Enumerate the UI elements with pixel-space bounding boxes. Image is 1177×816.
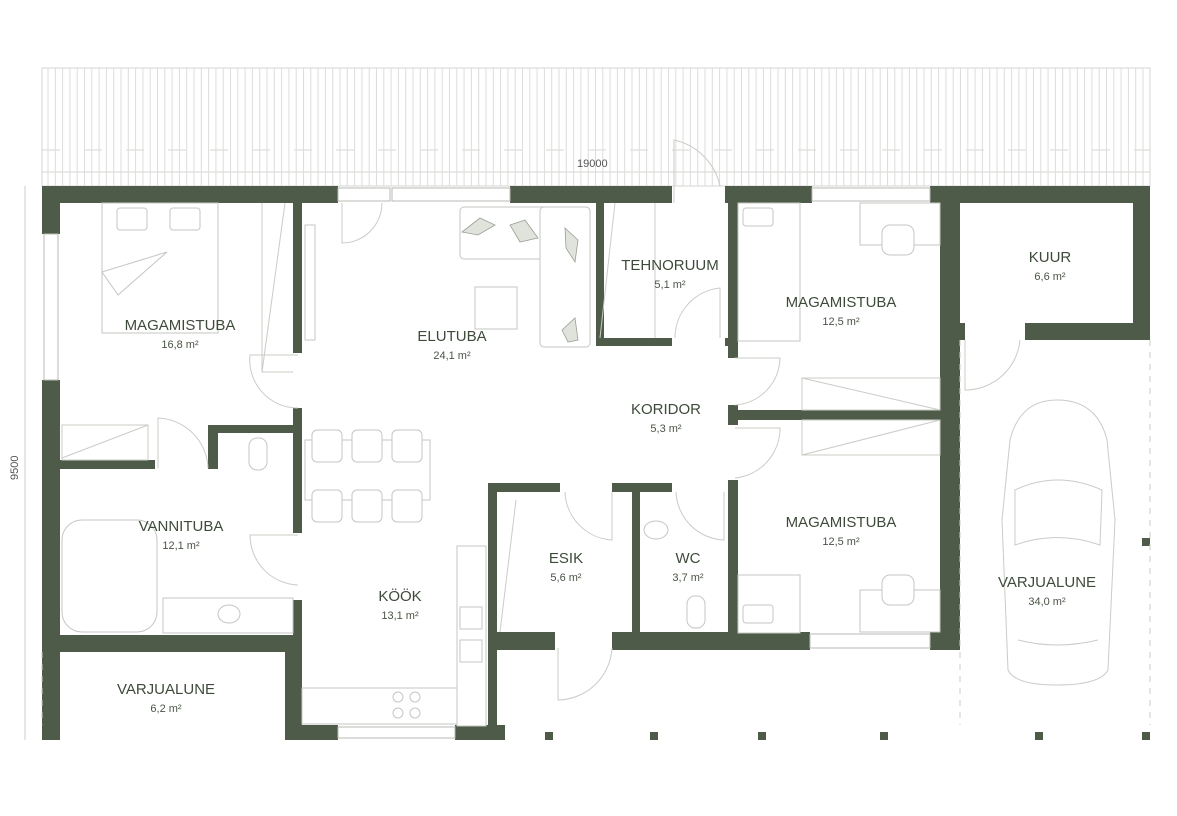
dining-chair [391, 489, 423, 523]
wc-toilet [686, 595, 706, 629]
desk-chair-2 [881, 574, 915, 606]
wc-sink [643, 520, 669, 540]
room-area: 5,3 m² [650, 423, 682, 435]
doors [157, 139, 1021, 701]
room-name: VANNITUBA [139, 518, 224, 535]
dining-chair [351, 489, 383, 523]
coffee-table [474, 286, 518, 330]
walls [42, 186, 1150, 740]
room-area: 12,5 m² [822, 316, 860, 328]
furniture [41, 202, 1151, 727]
room-area: 6,2 m² [150, 703, 182, 715]
room-name: MAGAMISTUBA [786, 294, 897, 311]
dining-chair [351, 429, 383, 463]
room-name: VARJUALUNE [998, 574, 1096, 591]
dining-chair [311, 489, 343, 523]
kitchen-sink [459, 606, 483, 630]
room-name: VARJUALUNE [117, 681, 215, 698]
bathtub [61, 519, 158, 633]
room-area: 5,6 m² [550, 572, 582, 584]
room-name: ELUTUBA [417, 328, 486, 345]
room-name: MAGAMISTUBA [125, 317, 236, 334]
windows [43, 187, 931, 739]
dining-chair [391, 429, 423, 463]
room-name: MAGAMISTUBA [786, 514, 897, 531]
room-area: 3,7 m² [672, 572, 704, 584]
single-bed-2 [737, 574, 801, 634]
room-name: WC [676, 550, 701, 567]
room-labels: MAGAMISTUBA 16,8 m² ELUTUBA 24,1 m² TEHN… [117, 249, 1096, 715]
room-area: 5,1 m² [654, 279, 686, 291]
kitchen-counter-bottom [301, 687, 458, 725]
room-name: ESIK [549, 550, 583, 567]
room-name: KÖÖK [378, 587, 421, 605]
depth-dimension: 9500 [9, 456, 21, 480]
room-area: 13,1 m² [381, 610, 419, 622]
room-area: 12,1 m² [162, 540, 200, 552]
roof-overhang [41, 67, 1151, 187]
room-name: KUUR [1029, 249, 1072, 266]
bathroom-sink [217, 604, 241, 624]
pillow [169, 207, 201, 231]
room-name: TEHNORUUM [621, 257, 719, 274]
room-area: 12,5 m² [822, 536, 860, 548]
room-name: KORIDOR [631, 401, 701, 418]
room-area: 24,1 m² [433, 350, 471, 362]
room-area: 16,8 m² [161, 339, 199, 351]
desk-chair [881, 224, 915, 256]
room-area: 6,6 m² [1034, 271, 1066, 283]
kitchen-counter [456, 545, 487, 727]
toilet [248, 437, 268, 471]
room-area: 34,0 m² [1028, 596, 1066, 608]
stove-burner [392, 691, 404, 703]
pillow [116, 207, 148, 231]
width-dimension: 19000 [577, 158, 608, 170]
dining-chair [311, 429, 343, 463]
car [1001, 399, 1116, 686]
